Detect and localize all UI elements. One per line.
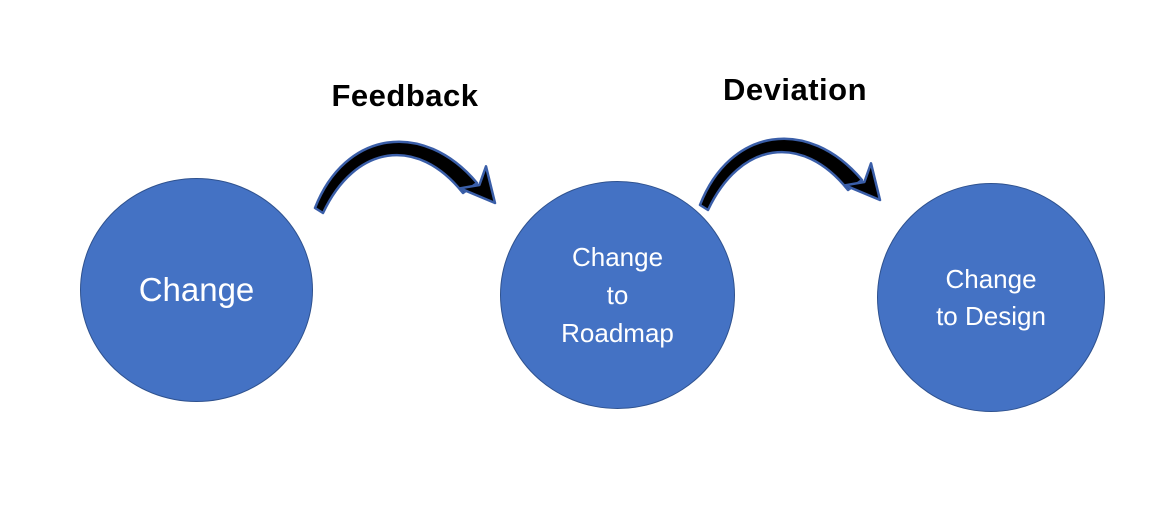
curved-arrow-icon — [698, 137, 882, 212]
deviation-arrow-label: Deviation — [722, 72, 868, 107]
node-change-label: Change — [138, 271, 255, 308]
curved-arrow-head — [843, 162, 882, 202]
node-change-to-design-label-line2: to Design — [936, 300, 1046, 331]
curved-arrow-icon — [313, 140, 497, 215]
curved-arrow-head — [458, 165, 497, 205]
node-change-to-roadmap-label-line3: Roadmap — [561, 318, 674, 348]
node-change-to-design-label-line1: Change — [945, 263, 1037, 294]
node-change-to-design: Change to Design — [877, 183, 1105, 412]
curved-arrow-body — [313, 140, 479, 215]
node-change-to-roadmap: Change to Roadmap — [500, 181, 735, 409]
node-change-to-roadmap-label-line2: to — [606, 280, 629, 310]
node-change-to-roadmap-label-line1: Change — [571, 242, 664, 272]
curved-arrow-body — [698, 137, 864, 212]
node-change: Change — [80, 178, 313, 402]
feedback-arrow-label: Feedback — [331, 78, 479, 113]
